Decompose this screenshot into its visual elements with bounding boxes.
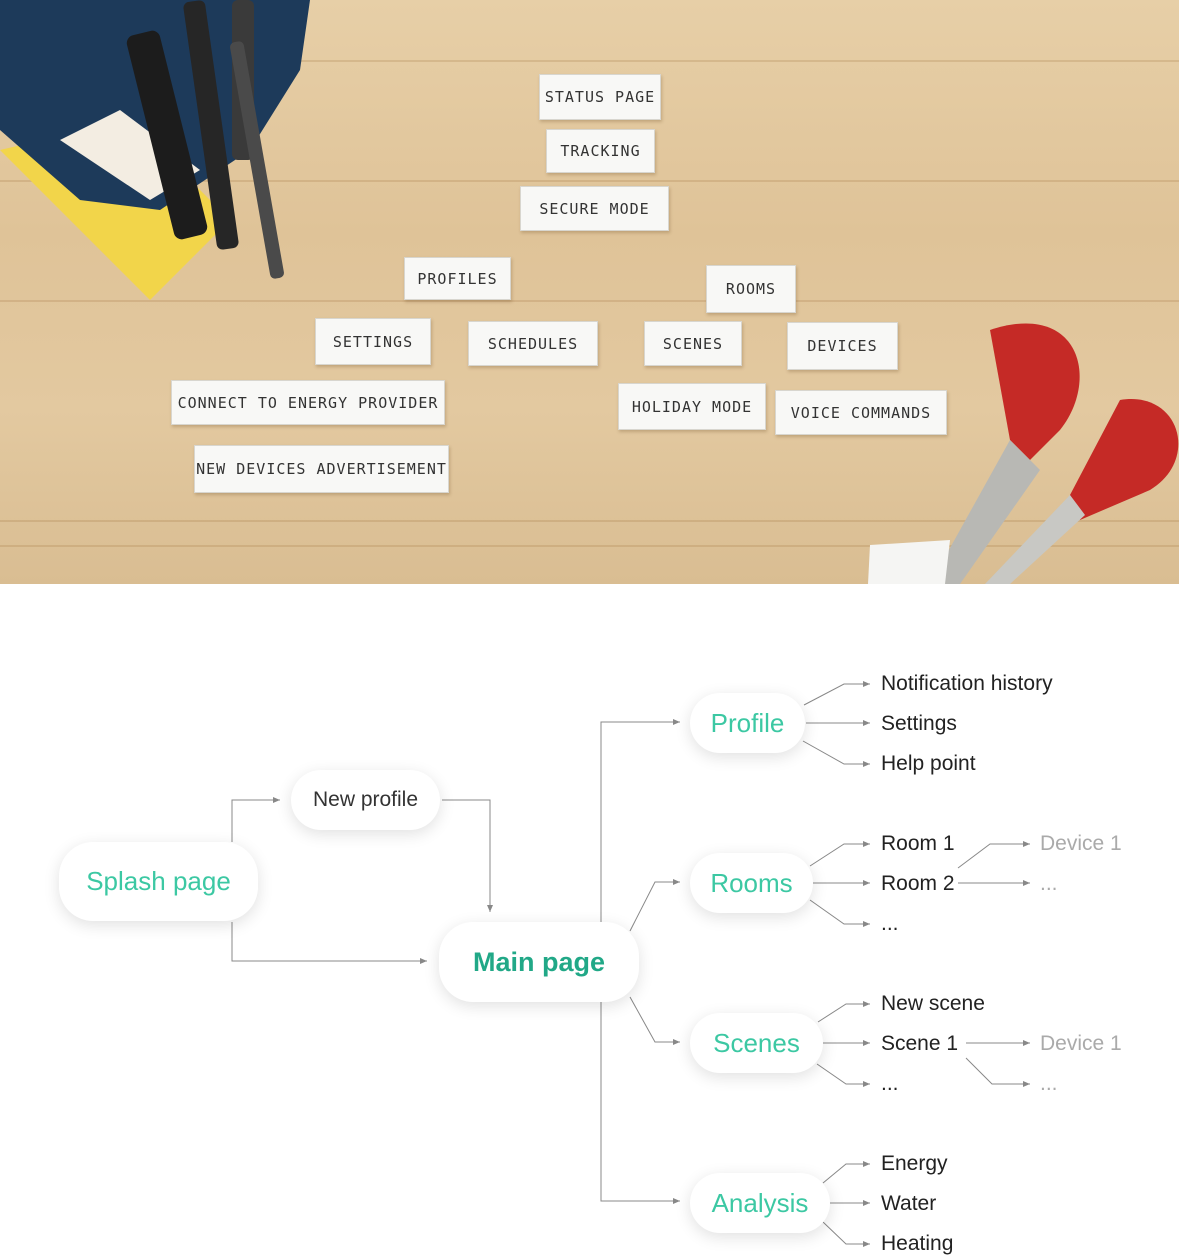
leaf-settings: Settings — [881, 712, 957, 735]
card-tracking: Tracking — [546, 129, 655, 173]
scissors-handle — [990, 323, 1080, 460]
leaf-room-device-more: ... — [1040, 872, 1058, 895]
leaf-rooms-more: ... — [881, 912, 899, 935]
node-analysis: Analysis — [690, 1173, 830, 1233]
node-main-page: Main page — [439, 922, 639, 1002]
wood-grain — [0, 300, 1179, 302]
scissors-handle — [1070, 399, 1179, 520]
leaf-room-device-1: Device 1 — [1040, 832, 1122, 855]
leaf-water: Water — [881, 1192, 937, 1215]
black-pen — [183, 0, 239, 250]
marker-pen — [126, 30, 208, 240]
card-new-devices-advertisement: New devices advertisement — [194, 445, 449, 493]
scissors-blade — [930, 440, 1040, 584]
card-connect-energy: Connect to energy provider — [171, 380, 445, 425]
sitemap-diagram: Splash page New profile Main page Profil… — [0, 584, 1179, 1256]
node-scenes: Scenes — [690, 1013, 823, 1073]
leaf-room-2: Room 2 — [881, 872, 955, 895]
card-voice-commands: Voice commands — [775, 390, 947, 435]
leaf-scene-1: Scene 1 — [881, 1032, 959, 1055]
leaf-room-1: Room 1 — [881, 832, 955, 855]
connector-lines — [231, 681, 1030, 1247]
wood-grain — [0, 60, 1179, 62]
desk-objects — [0, 0, 1179, 584]
node-new-profile: New profile — [291, 770, 440, 830]
card-sorting-photo: Status page Tracking Secure mode Profile… — [0, 0, 1179, 584]
leaf-scene-device-more: ... — [1040, 1072, 1058, 1095]
node-profile: Profile — [690, 693, 805, 753]
node-rooms: Rooms — [690, 853, 813, 913]
leaf-help-point: Help point — [881, 752, 976, 775]
card-rooms: Rooms — [706, 265, 796, 313]
fineliner-pen — [230, 41, 284, 279]
card-schedules: Schedules — [468, 321, 598, 366]
leaf-notification-history: Notification history — [881, 672, 1053, 695]
wood-grain — [0, 520, 1179, 522]
card-devices: Devices — [787, 322, 898, 370]
leaf-energy: Energy — [881, 1152, 948, 1175]
leaf-new-scene: New scene — [881, 992, 985, 1015]
node-splash-page: Splash page — [59, 842, 258, 921]
leaf-scenes-more: ... — [881, 1072, 899, 1095]
card-holiday-mode: Holiday mode — [618, 383, 766, 430]
scissors-blade — [985, 495, 1085, 584]
wood-grain — [0, 545, 1179, 547]
card-settings: Settings — [315, 318, 431, 365]
card-secure-mode: Secure mode — [520, 186, 669, 231]
leaf-scene-device-1: Device 1 — [1040, 1032, 1122, 1055]
card-profiles: Profiles — [404, 257, 511, 300]
leaf-heating: Heating — [881, 1232, 954, 1255]
card-scenes: Scenes — [644, 321, 742, 366]
card-status-page: Status page — [539, 74, 661, 120]
paper-scrap — [868, 540, 950, 584]
wood-grain — [0, 180, 1179, 182]
